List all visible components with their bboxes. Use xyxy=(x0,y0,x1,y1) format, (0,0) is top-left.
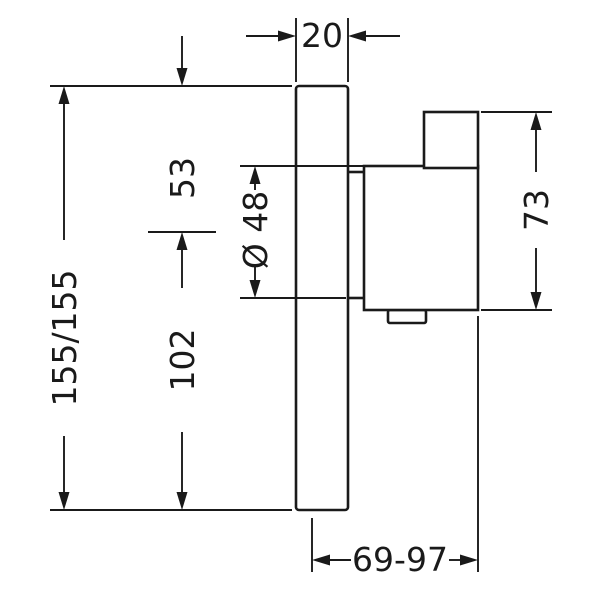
dim-label-diameter: Ø 48 xyxy=(236,191,275,269)
dim-plate-thickness: 20 xyxy=(246,16,400,82)
arrowhead-up-icon xyxy=(249,166,261,184)
dim-top-to-center: 53 xyxy=(148,36,216,288)
valve-body xyxy=(362,164,480,312)
dim-label-install-depth: 69-97 xyxy=(352,540,448,579)
arrowhead-down-icon xyxy=(58,492,70,510)
arrowhead-right-icon xyxy=(460,554,478,566)
dim-label-plate-thickness: 20 xyxy=(301,16,343,55)
dim-label-top-to-center: 53 xyxy=(163,157,202,199)
dim-label-center-to-bottom: 102 xyxy=(163,329,202,392)
dim-plate-size: 155/155 xyxy=(45,85,292,511)
arrowhead-left-icon xyxy=(312,554,330,566)
dim-label-plate-size: 155/155 xyxy=(45,269,84,406)
arrowhead-down-icon xyxy=(176,492,188,510)
arrowhead-left-icon xyxy=(348,30,366,42)
handle xyxy=(422,110,480,170)
arrowhead-up-icon xyxy=(176,232,188,250)
arrowhead-down-icon xyxy=(530,292,542,310)
dim-diameter: Ø 48 xyxy=(236,165,364,299)
valve-tab xyxy=(386,308,428,325)
dim-label-body-height: 73 xyxy=(517,189,556,231)
arrowhead-up-icon xyxy=(58,86,70,104)
dim-center-to-bottom: 102 xyxy=(163,329,202,510)
arrowhead-down-icon xyxy=(176,68,188,86)
arrowhead-down-icon xyxy=(249,280,261,298)
dim-install-depth: 69-97 xyxy=(311,316,479,579)
arrowhead-up-icon xyxy=(530,112,542,130)
dim-body-height: 73 xyxy=(481,111,556,311)
arrowhead-right-icon xyxy=(278,30,296,42)
